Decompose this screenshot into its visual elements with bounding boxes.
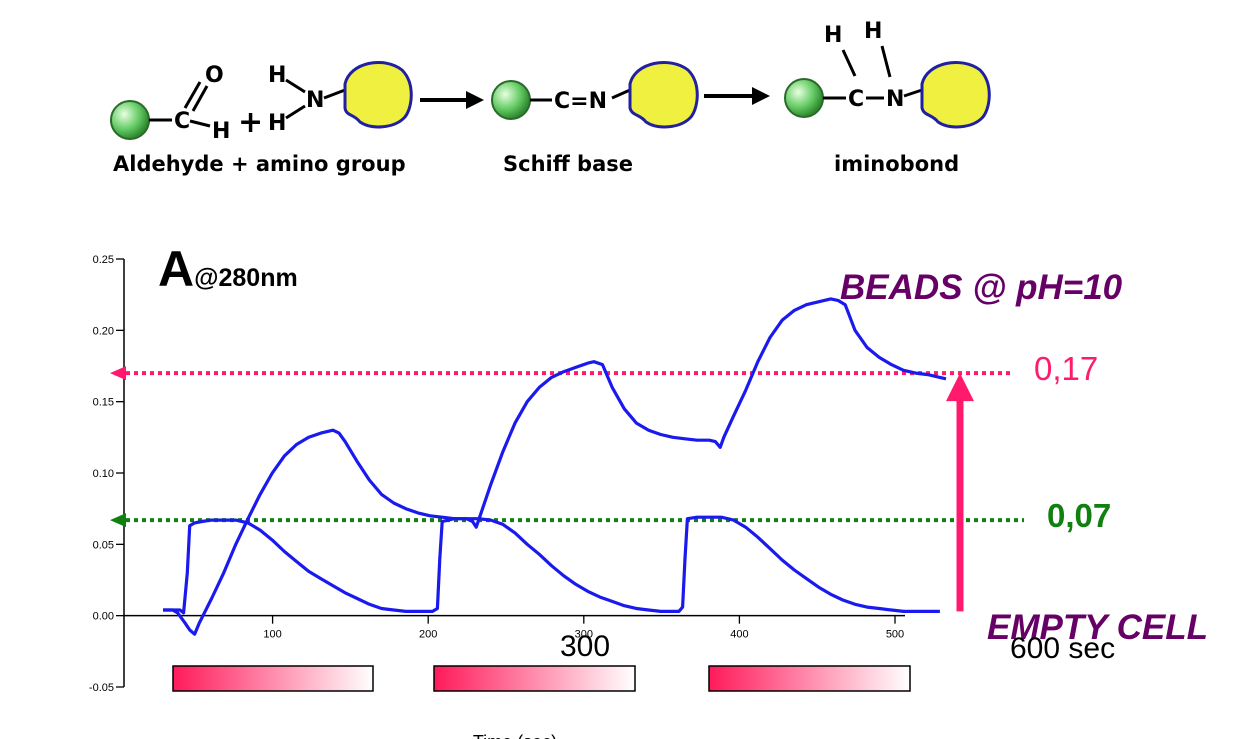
atom-h: H xyxy=(268,63,286,88)
plus-sign: + xyxy=(238,105,263,140)
y-tick-label: 0.10 xyxy=(93,468,114,480)
stage-label-schiff-base: Schiff base xyxy=(503,152,633,176)
gradient-bar xyxy=(172,665,374,692)
x-tick-label: 300 xyxy=(575,629,593,641)
y-axis-label-main: A xyxy=(158,241,195,297)
atom-n: N xyxy=(306,88,324,113)
y-tick-label: 0.15 xyxy=(93,397,114,409)
y-axis-label-sub: @280nm xyxy=(194,264,298,292)
arrow-head xyxy=(946,373,974,402)
x-tick-label: 100 xyxy=(263,629,281,641)
y-tick-label: 0.00 xyxy=(93,611,114,623)
x-overlay-label-300: 300 xyxy=(560,630,611,663)
atom-o: O xyxy=(205,63,224,88)
x-tick-label: 500 xyxy=(886,629,904,641)
atom-h: H xyxy=(864,19,882,44)
absorbance-chart: 0.25 0.20 0.15 0.10 0.05 0.00 -0.05 100 200 300 40… xyxy=(89,254,1024,739)
protein-icon xyxy=(920,61,991,129)
x-axis-title: Time (sec) xyxy=(473,732,557,739)
y-axis-label: A@280nm xyxy=(158,240,298,298)
ref-label-017: 0,17 xyxy=(1034,350,1099,387)
protein-icon xyxy=(343,61,413,129)
ref-label-007: 0,07 xyxy=(1047,497,1112,534)
series-lines xyxy=(163,297,947,636)
gradient-bars xyxy=(172,665,911,692)
reference-arrowhead xyxy=(110,366,126,381)
atom-n: N xyxy=(886,87,904,112)
y-tick-label: 0.25 xyxy=(93,254,114,266)
y-tick-label: 0.20 xyxy=(93,325,114,337)
bead-icon xyxy=(784,78,824,118)
atom-c: C xyxy=(848,87,864,112)
series-line xyxy=(163,515,940,615)
reaction-scheme: C O H + H H N C=N C H N H xyxy=(110,19,991,144)
reference-lines xyxy=(110,366,1024,528)
bead-icon xyxy=(491,80,531,120)
atom-c: C xyxy=(174,109,190,134)
gradient-bar xyxy=(708,665,911,692)
atom-h: H xyxy=(824,23,842,48)
annotation-beads: BEADS @ pH=10 xyxy=(840,268,1123,307)
atom-h: H xyxy=(268,111,286,136)
y-tick-label: -0.05 xyxy=(89,682,114,694)
height-arrow xyxy=(946,373,974,612)
atom-h: H xyxy=(212,119,230,144)
atom-cn-double: C=N xyxy=(554,89,607,114)
reference-arrowhead xyxy=(110,513,126,528)
protein-icon xyxy=(628,61,699,129)
x-overlay-label-600: 600 sec xyxy=(1010,632,1116,665)
series-line xyxy=(163,297,947,636)
stage-label-iminobond: iminobond xyxy=(834,152,960,176)
stage-label-aldehyde: Aldehyde + amino group xyxy=(113,152,406,176)
annotation-empty-cell: EMPTY CELL xyxy=(987,608,1209,647)
chart-axes: 0.25 0.20 0.15 0.10 0.05 0.00 -0.05 100 200 300 40… xyxy=(89,254,905,739)
y-tick-label: 0.05 xyxy=(93,539,114,551)
x-tick-label: 400 xyxy=(730,629,748,641)
bead-icon xyxy=(110,100,150,140)
x-tick-label: 200 xyxy=(419,629,437,641)
gradient-bar xyxy=(433,665,636,692)
